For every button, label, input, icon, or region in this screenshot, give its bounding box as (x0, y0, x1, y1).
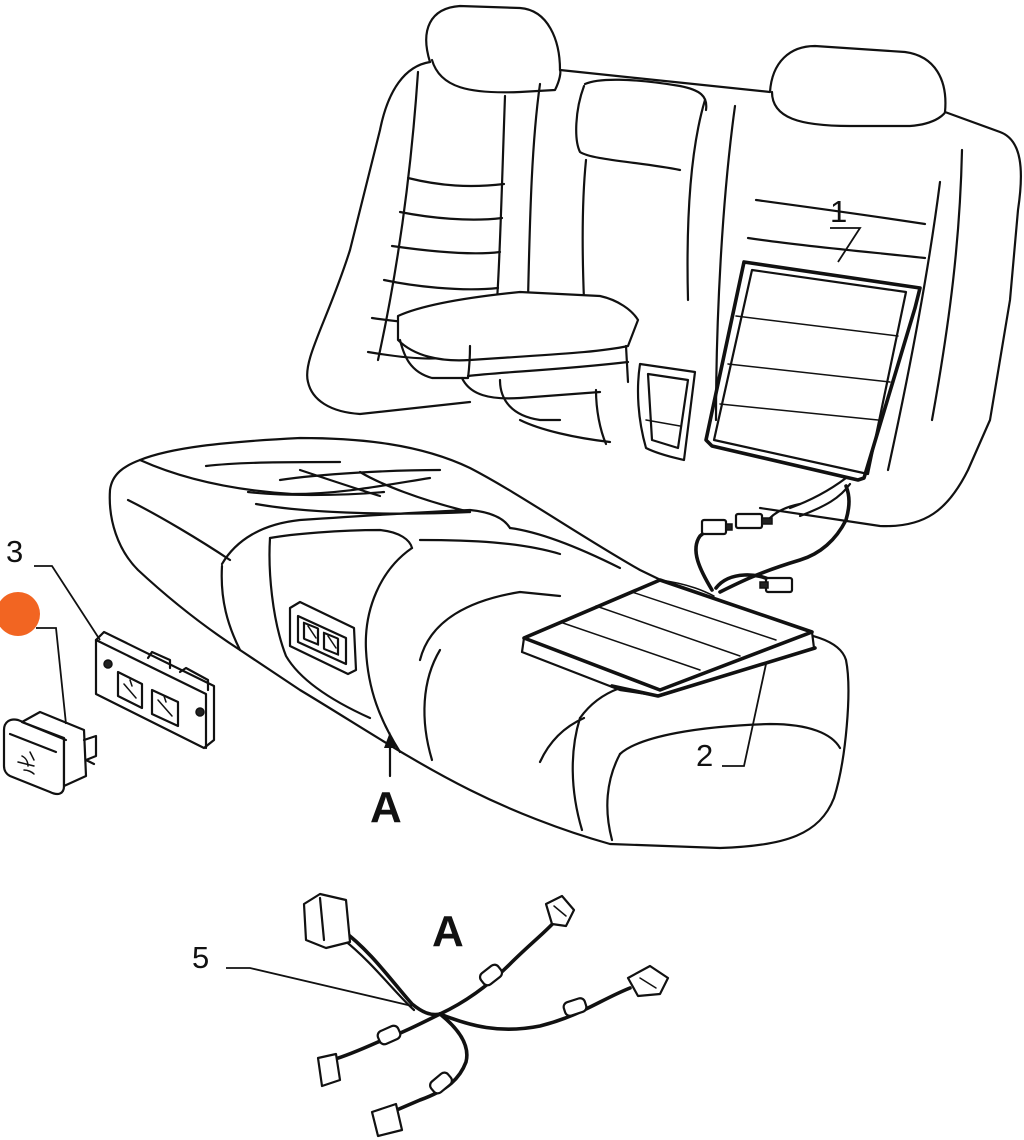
seat-heater-switch (2, 710, 98, 796)
view-label-arrow: A (370, 783, 402, 832)
callout-5-group: 5 (192, 940, 413, 1007)
callout-2: 2 (696, 738, 713, 773)
switch-panel-component (94, 630, 216, 750)
cushion-heating-pad (520, 578, 817, 698)
wiring-harness (302, 892, 670, 1138)
callout-5: 5 (192, 940, 209, 975)
callout-2-group: 2 (696, 663, 767, 773)
view-arrow-a (384, 732, 396, 778)
callout-3-group: 3 (6, 534, 101, 641)
callout-1-group: 1 (830, 194, 862, 263)
seat-wiring (659, 484, 851, 597)
orange-marker-dot (0, 592, 40, 636)
view-label-detail: A (432, 907, 464, 956)
seat-cushion (108, 436, 850, 850)
callout-marker-leader (36, 627, 67, 725)
backrest-heating-pad (704, 260, 922, 518)
mounted-switch-panel (288, 600, 358, 676)
seat-backrest (306, 4, 1023, 528)
callout-1: 1 (830, 194, 847, 229)
callout-3: 3 (6, 534, 23, 569)
